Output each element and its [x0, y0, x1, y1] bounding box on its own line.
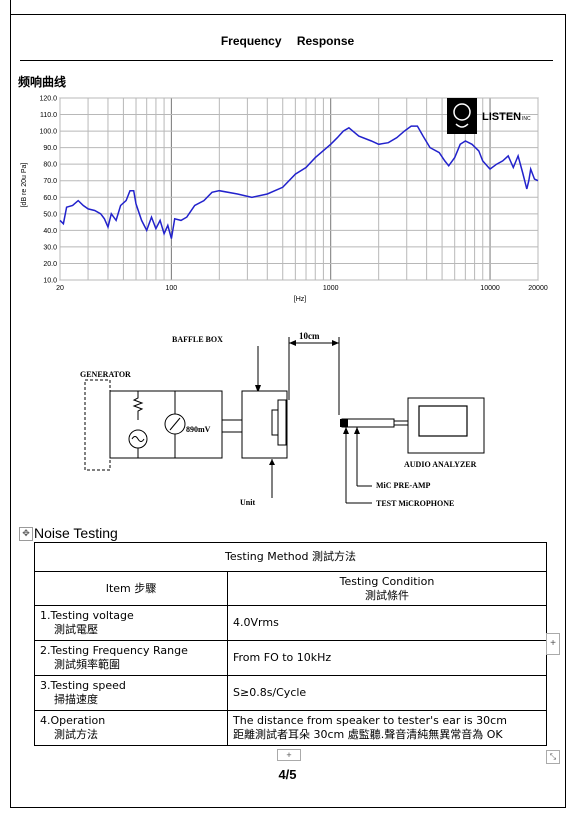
x-tick-label: 20000	[528, 285, 548, 292]
y-axis-label: [dB re 20u Pa]	[21, 163, 28, 208]
x-axis-label: [Hz]	[294, 296, 307, 303]
svg-text:LISTEN: LISTEN	[482, 111, 521, 123]
title-divider	[20, 60, 553, 61]
y-tick-label: 70.0	[43, 178, 57, 185]
page-number: 4/5	[278, 767, 297, 782]
section-label: 频响曲线	[18, 75, 67, 89]
chart-grid	[59, 97, 539, 281]
corner-mark	[10, 0, 11, 14]
condition-header: Testing Condition 測試條件	[227, 571, 547, 606]
x-tick-label: 20	[56, 285, 64, 292]
x-tick-label: 1000	[323, 285, 339, 292]
value-cell: S≥0.8s/Cycle	[227, 675, 547, 711]
y-tick-label: 30.0	[43, 244, 57, 251]
response-curve-line	[59, 125, 539, 239]
page-title: Frequency Response	[220, 34, 355, 48]
y-tick-label: 10.0	[43, 278, 57, 285]
noise-testing-table: Testing Method 測試方法 Item 步驟 Testing Cond…	[34, 542, 547, 746]
page-border	[10, 14, 566, 808]
y-tick-label: 50.0	[43, 211, 57, 218]
table-row: 4.Operation 測試方法 The distance from speak…	[34, 710, 547, 746]
value-cell: The distance from speaker to tester's ea…	[227, 710, 547, 746]
table-header-row: Testing Method 測試方法	[34, 542, 547, 572]
table-row: 2.Testing Frequency Range 測試頻率範圍 From FO…	[34, 640, 547, 676]
y-tick-label: 60.0	[43, 195, 57, 202]
y-tick-label: 80.0	[43, 162, 57, 169]
frequency-response-chart: 10.0 20.0 30.0 40.0 50.0 60.0 70.0 80.0 90.0 100.…	[21, 96, 548, 304]
table-subheader-row: Item 步驟 Testing Condition 測試條件	[34, 571, 547, 606]
value-cell: 4.0Vrms	[227, 605, 547, 641]
item-cell: 2.Testing Frequency Range 測試頻率範圍	[34, 640, 228, 676]
condition-header-en: Testing Condition	[339, 574, 435, 588]
svg-text:INC: INC	[522, 116, 531, 122]
method-header: Testing Method 測試方法	[34, 542, 547, 572]
listen-logo: LISTEN INC	[447, 98, 531, 134]
add-row-button[interactable]: +	[277, 749, 301, 761]
y-tick-label: 90.0	[43, 145, 57, 152]
value-cell: From FO to 10kHz	[227, 640, 547, 676]
table-row: 3.Testing speed 掃描速度 S≥0.8s/Cycle	[34, 675, 547, 711]
move-handle-icon[interactable]: ✥	[19, 527, 33, 541]
y-tick-label: 110.0	[40, 112, 57, 119]
item-header: Item 步驟	[34, 571, 228, 606]
item-cell: 3.Testing speed 掃描速度	[34, 675, 228, 711]
item-cell: 4.Operation 測試方法	[34, 710, 228, 746]
table-resize-handle[interactable]: ⤡	[546, 750, 560, 764]
table-row: 1.Testing voltage 測試電壓 4.0Vrms	[34, 605, 547, 641]
item-cell: 1.Testing voltage 測試電壓	[34, 605, 228, 641]
y-tick-label: 100.0	[39, 129, 57, 136]
x-tick-label: 100	[166, 285, 178, 292]
y-tick-label: 120.0	[39, 96, 57, 103]
x-tick-label: 10000	[480, 285, 500, 292]
add-column-button[interactable]: +	[546, 633, 560, 655]
y-tick-label: 20.0	[43, 261, 57, 268]
y-tick-label: 40.0	[43, 228, 57, 235]
condition-header-cn: 測試條件	[365, 588, 409, 602]
chart-ticks: 10.0 20.0 30.0 40.0 50.0 60.0 70.0 80.0 90.0 100.…	[39, 96, 547, 293]
noise-heading: Noise Testing	[34, 525, 118, 541]
